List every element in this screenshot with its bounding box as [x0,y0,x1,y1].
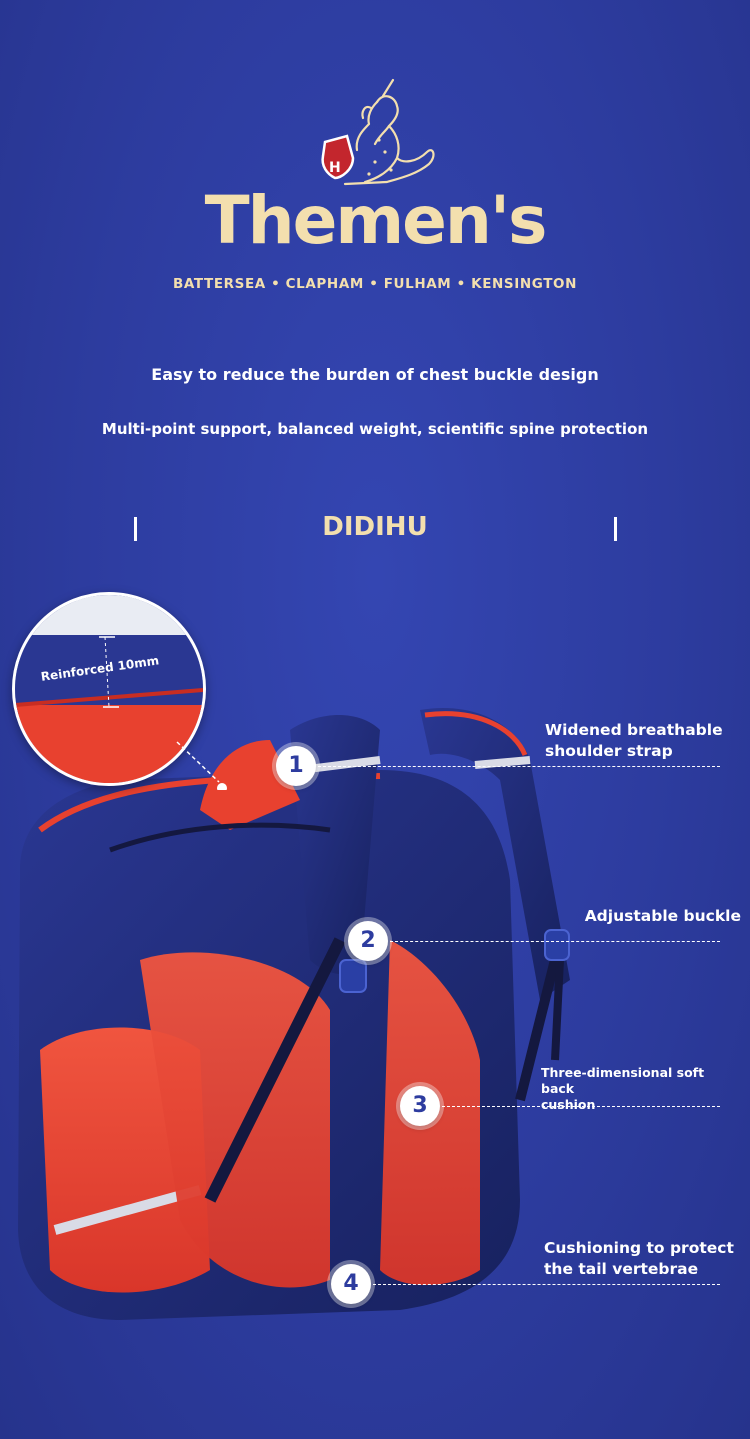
callout-line-2 [390,941,720,942]
callout-line-4 [373,1284,720,1285]
brand-locations: BATTERSEA • CLAPHAM • FULHAM • KENSINGTO… [173,276,577,292]
callout-tail-vertebrae: Cushioning to protect the tail vertebrae [544,1239,734,1278]
callout-shoulder-strap: Widened breathable shoulder strap [545,721,723,760]
unicorn-logo-icon [321,78,435,186]
feature-headline: Easy to reduce the burden of chest buckl… [151,365,599,384]
callout-line-1 [318,766,720,767]
backpack-illustration [18,708,570,1320]
reinforced-detail-zoom [12,592,206,786]
model-name: DIDIHU [322,512,428,542]
zoom-connector-icon [176,741,227,790]
divider-bar-right [614,517,617,541]
callout-badge-2: 2 [348,921,388,961]
callout-badge-1: 1 [276,746,316,786]
callout-adjustable-buckle: Adjustable buckle [584,907,741,925]
callout-line-3 [442,1106,720,1107]
brand-name: Themen's [204,182,548,259]
callout-back-cushion: Three-dimensional soft back cushion [541,1065,705,1112]
divider-bar-left [134,517,137,541]
strap-closeup-icon [15,595,203,783]
feature-subline: Multi-point support, balanced weight, sc… [101,420,649,438]
callout-badge-3: 3 [400,1086,440,1126]
crest-letter: H [329,160,341,176]
callout-badge-4: 4 [331,1264,371,1304]
